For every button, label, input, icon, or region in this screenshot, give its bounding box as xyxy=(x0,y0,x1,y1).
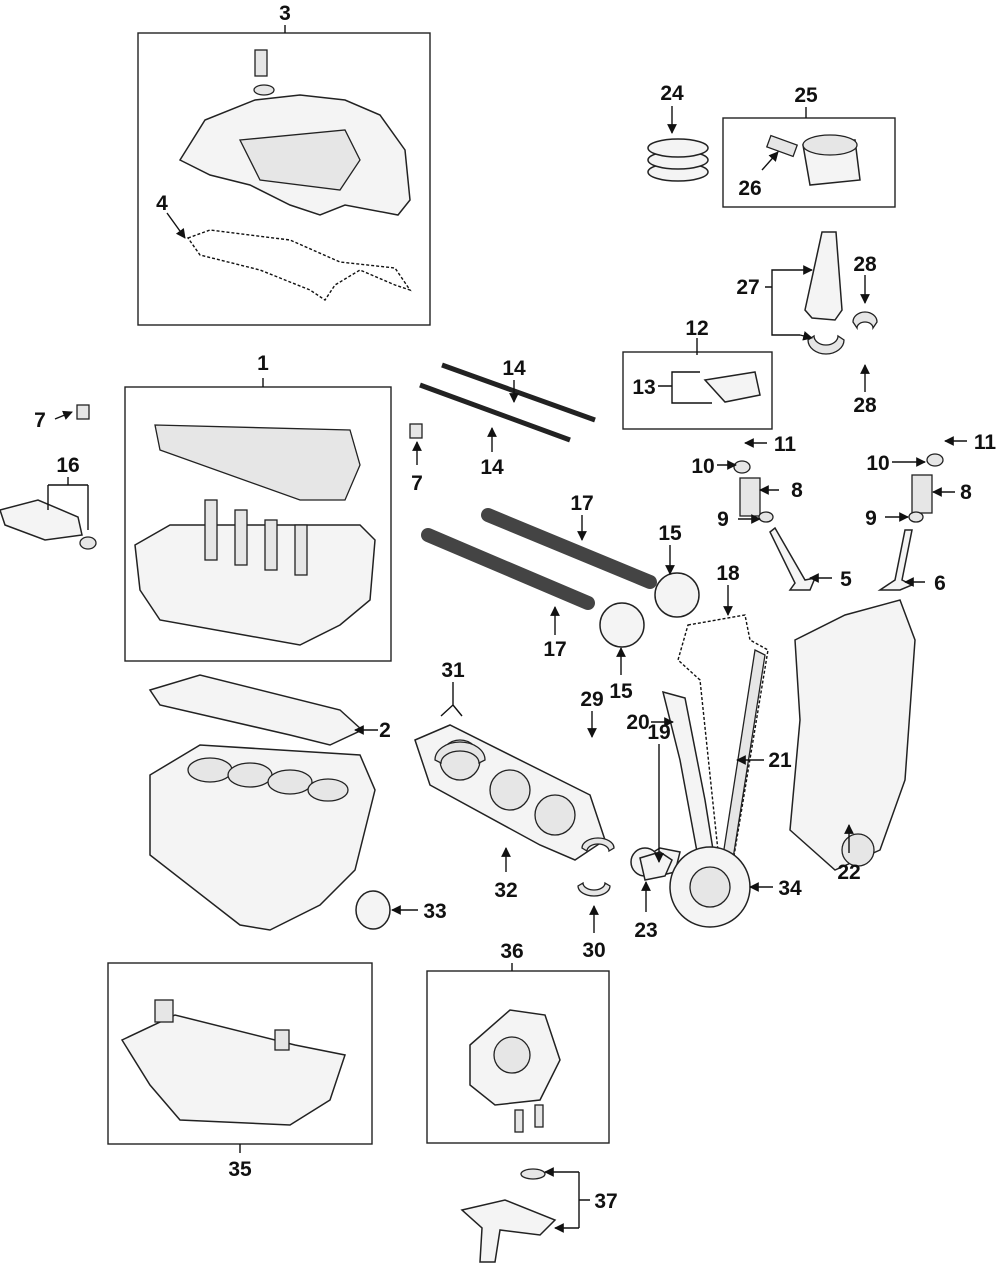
callout-label: 19 xyxy=(647,721,670,744)
valve-cover-gasket xyxy=(186,229,412,301)
callout-label: 27 xyxy=(736,276,759,299)
callout-label: 5 xyxy=(840,568,852,591)
timing-cover xyxy=(789,599,916,871)
oil-strainer xyxy=(460,1199,557,1263)
valve-cover xyxy=(178,49,411,216)
callout-label: 15 xyxy=(609,680,633,703)
group-box-cylinder-head xyxy=(124,386,392,662)
spring-retainer-left xyxy=(733,460,751,474)
intake-valve xyxy=(769,526,817,591)
callout-label: 36 xyxy=(500,940,523,963)
oil-pan xyxy=(120,999,346,1126)
cam-sprocket-upper xyxy=(654,572,700,618)
callout-label: 30 xyxy=(582,939,605,962)
dowel-pin-center xyxy=(409,423,423,439)
callout-label: 16 xyxy=(56,454,79,477)
callout-label: 28 xyxy=(853,394,877,417)
callout-label: 6 xyxy=(934,572,946,595)
callout-label: 7 xyxy=(411,472,423,495)
callout-label: 37 xyxy=(594,1190,617,1213)
callout-label: 24 xyxy=(660,82,684,105)
callout-label: 10 xyxy=(866,452,889,475)
crankshaft xyxy=(414,724,606,861)
exhaust-valve xyxy=(877,529,914,591)
callout-label: 13 xyxy=(632,376,655,399)
piston-rings xyxy=(647,138,709,182)
camshaft-intake xyxy=(421,528,595,610)
group-box-piston xyxy=(722,117,896,208)
callout-label: 11 xyxy=(774,433,797,456)
oil-pump xyxy=(469,1009,561,1133)
spring-retainer-right xyxy=(926,453,944,467)
callout-label: 25 xyxy=(794,84,818,107)
thrust-washer xyxy=(434,741,486,765)
timing-chain xyxy=(677,614,769,872)
callout-label: 4 xyxy=(156,192,168,215)
callout-label: 14 xyxy=(480,456,504,479)
callout-label: 28 xyxy=(853,253,877,276)
cylinder-head xyxy=(134,424,376,646)
main-bearing-lower xyxy=(577,881,611,897)
rocker-shaft-lower xyxy=(419,382,571,443)
group-box-oil-pump xyxy=(426,970,610,1144)
callout-label: 11 xyxy=(974,431,997,454)
callout-label: 2 xyxy=(379,719,391,742)
callout-label: 8 xyxy=(791,479,803,502)
spring-seat-left xyxy=(758,511,774,523)
callout-label: 8 xyxy=(960,481,972,504)
group-box-valve-cover xyxy=(137,32,431,326)
rocker-shaft-upper xyxy=(441,362,596,423)
callout-label: 21 xyxy=(768,749,792,772)
solenoid-o-ring xyxy=(79,536,97,550)
callout-label: 33 xyxy=(423,900,446,923)
valve-spring-right xyxy=(911,474,933,514)
chain-tensioner-arm xyxy=(661,690,716,870)
callout-label: 34 xyxy=(778,877,802,900)
main-bearing-upper xyxy=(581,837,615,853)
piston xyxy=(802,134,861,186)
rocker-arm xyxy=(703,371,761,403)
spring-seat-right xyxy=(908,511,924,523)
callout-label: 20 xyxy=(626,711,649,734)
cam-sprocket-lower xyxy=(599,602,645,648)
callout-label: 15 xyxy=(658,522,682,545)
callout-label: 3 xyxy=(279,2,291,25)
callout-label: 10 xyxy=(691,455,714,478)
connecting-rod xyxy=(804,231,843,321)
rod-bearing xyxy=(852,311,878,331)
callout-label: 9 xyxy=(717,508,729,531)
callout-label: 7 xyxy=(34,409,46,432)
engine-block xyxy=(149,744,376,931)
camshaft-exhaust xyxy=(481,508,657,589)
callout-label: 35 xyxy=(228,1158,252,1181)
callout-label: 31 xyxy=(441,659,465,682)
crank-position-sensor xyxy=(639,851,673,881)
callout-label: 23 xyxy=(634,919,657,942)
piston-pin xyxy=(765,134,799,158)
vtc-solenoid xyxy=(0,499,83,541)
callout-label: 26 xyxy=(738,177,761,200)
dowel-pin-left xyxy=(76,404,90,420)
callout-label: 17 xyxy=(543,638,566,661)
callout-label: 14 xyxy=(502,357,526,380)
callout-label: 32 xyxy=(494,879,517,902)
callout-label: 9 xyxy=(865,507,877,530)
callout-label: 17 xyxy=(570,492,593,515)
callout-label: 1 xyxy=(257,352,269,375)
valve-spring-left xyxy=(739,477,761,517)
leader-lines xyxy=(47,25,967,1233)
callout-label: 29 xyxy=(580,688,603,711)
strainer-o-ring xyxy=(520,1168,546,1180)
callout-label: 22 xyxy=(837,861,860,884)
crankshaft-seal xyxy=(355,890,391,930)
chain-guide xyxy=(721,649,766,866)
callout-label: 18 xyxy=(716,562,740,585)
callout-label: 12 xyxy=(685,317,708,340)
head-gasket xyxy=(148,674,364,746)
rod-cap xyxy=(807,334,845,355)
